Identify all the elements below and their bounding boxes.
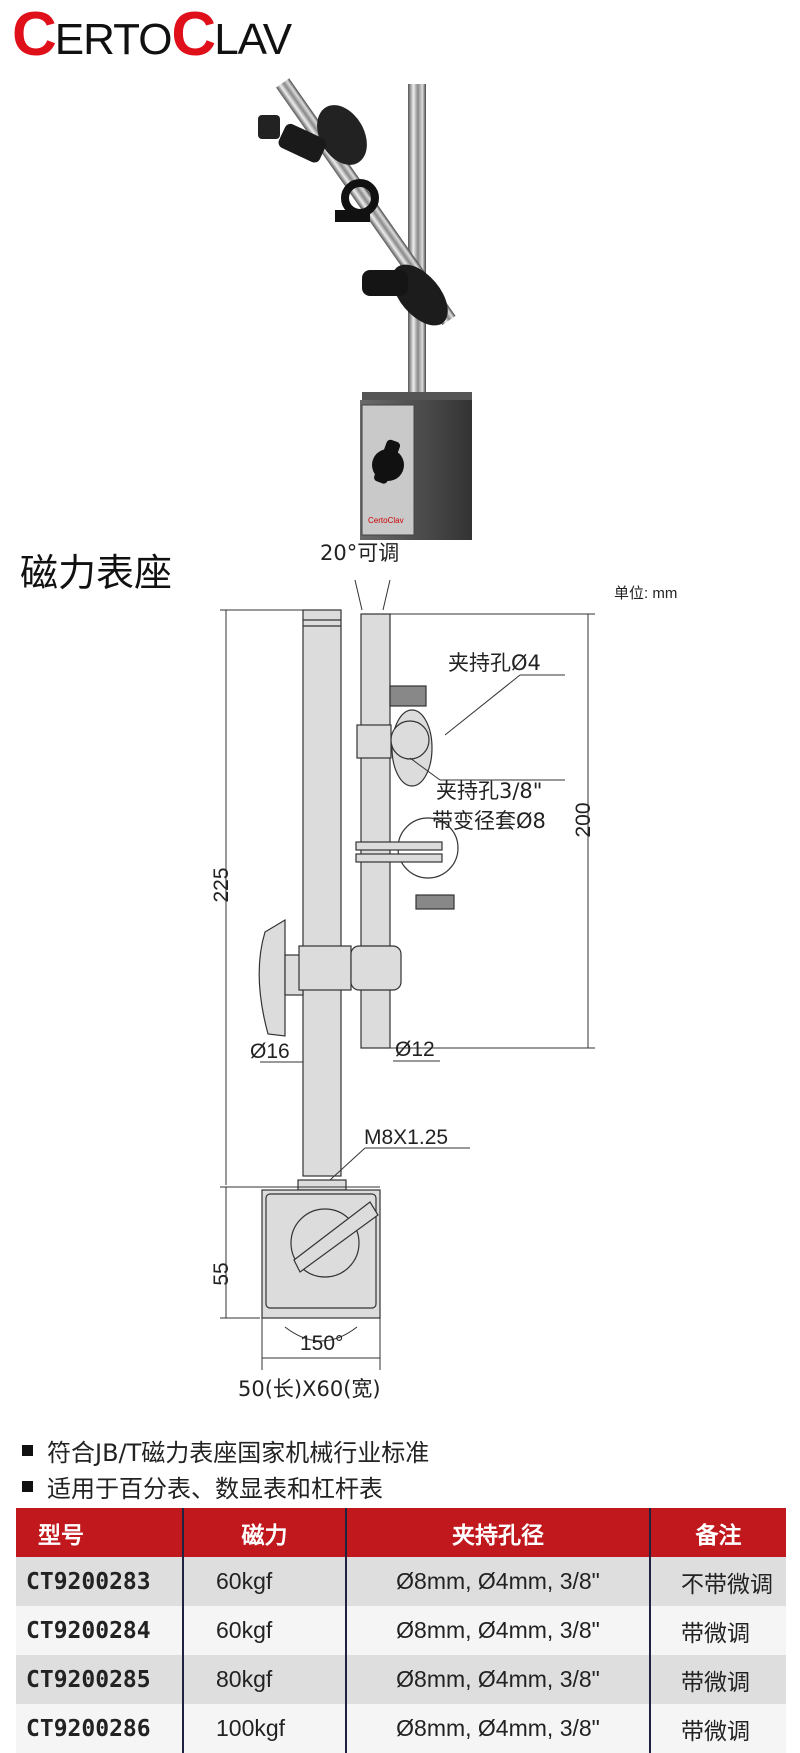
vertical-rod [408,84,426,424]
label-reducer: 带变径套Ø8 [432,809,546,833]
clamp-lower [362,270,408,296]
label-angle-top: 20°可调 [320,541,399,565]
cell-note: 不带微调 [650,1557,786,1606]
cell-model: CT9200285 [16,1655,184,1704]
cell-note: 带微调 [650,1704,786,1753]
knurled-screw-top [389,685,427,707]
cell-model: CT9200286 [16,1704,184,1753]
feature-text: 符合JB/T磁力表座国家机械行业标准 [47,1438,430,1467]
fine-adjust [258,115,280,139]
thread-ring [297,1179,347,1191]
brand-logo: C ERTO C LAV [12,0,292,69]
table-row: CT9200285 80kgf Ø8mm, Ø4mm, 3/8" 带微调 [16,1655,786,1704]
label-dia-12: Ø12 [395,1038,435,1061]
table-row: CT9200286 100kgf Ø8mm, Ø4mm, 3/8" 带微调 [16,1704,786,1753]
feature-list: 符合JB/T磁力表座国家机械行业标准 适用于百分表、数显表和杠杆表 [22,1432,429,1504]
cell-clamp-diameter: Ø8mm, Ø4mm, 3/8" [346,1557,651,1606]
feature-text: 适用于百分表、数显表和杠杆表 [47,1474,383,1503]
table-row: CT9200284 60kgf Ø8mm, Ø4mm, 3/8" 带微调 [16,1606,786,1655]
cell-magnetic-force: 60kgf [183,1557,347,1606]
cell-model: CT9200283 [16,1557,184,1606]
switch-handle [293,1201,379,1273]
cell-note: 带微调 [650,1655,786,1704]
upper-clamp [356,724,392,759]
cell-magnetic-force: 100kgf [183,1704,347,1753]
clamp-upper [278,123,327,163]
label-base-angle: 150° [300,1332,343,1355]
label-clamp-hole-38: 夹持孔3/8" [436,779,542,803]
spec-table: 型号 磁力 夹持孔径 备注 CT9200283 60kgf Ø8mm, Ø4mm… [16,1508,786,1753]
section-title: 磁力表座 [20,551,173,595]
label-base-height: 55 [210,1262,233,1285]
product-photo: CertoClav [258,78,472,540]
cell-clamp-diameter: Ø8mm, Ø4mm, 3/8" [346,1704,651,1753]
header-note: 备注 [650,1508,786,1557]
lock-knob [258,918,286,1037]
cell-clamp-diameter: Ø8mm, Ø4mm, 3/8" [346,1655,651,1704]
logo-letters: ERTO [54,15,173,64]
technical-drawing: 20°可调 夹持孔Ø4 夹持孔3/8" 带变径套Ø8 225 200 Ø12 Ø… [210,541,595,1401]
table-header-row: 型号 磁力 夹持孔径 备注 [16,1508,786,1557]
cell-note: 带微调 [650,1606,786,1655]
cell-magnetic-force: 80kgf [183,1655,347,1704]
cell-magnetic-force: 60kgf [183,1606,347,1655]
unit-label: 单位: mm [614,585,678,602]
label-thread: M8X1.25 [364,1126,448,1149]
main-rod [302,609,342,1177]
logo-letter: C [12,0,57,69]
knurled-screw-lower [415,894,455,910]
logo-letters: LAV [214,15,292,64]
table-row: CT9200283 60kgf Ø8mm, Ø4mm, 3/8" 不带微调 [16,1557,786,1606]
header-model: 型号 [16,1508,184,1557]
label-base-size: 50(长)X60(宽) [238,1377,381,1401]
logo-letter: C [171,0,216,69]
label-dia-16: Ø16 [250,1040,290,1063]
cell-clamp-diameter: Ø8mm, Ø4mm, 3/8" [346,1606,651,1655]
clamp-hole-4 [390,720,430,760]
header-clamp-diameter: 夹持孔径 [346,1508,651,1557]
knob-sleeve [298,945,352,991]
bullet-square-icon [22,1480,33,1492]
header-magnetic-force: 磁力 [183,1508,347,1557]
label-clamp-hole-4: 夹持孔Ø4 [448,651,541,675]
feature-item: 符合JB/T磁力表座国家机械行业标准 [22,1432,429,1468]
cell-model: CT9200284 [16,1606,184,1655]
bullet-square-icon [22,1444,33,1456]
knob-upper [317,105,367,165]
label-height-200: 200 [572,802,595,837]
base-logo: CertoClav [368,516,404,525]
label-height-225: 225 [210,867,233,902]
feature-item: 适用于百分表、数显表和杠杆表 [22,1468,429,1504]
